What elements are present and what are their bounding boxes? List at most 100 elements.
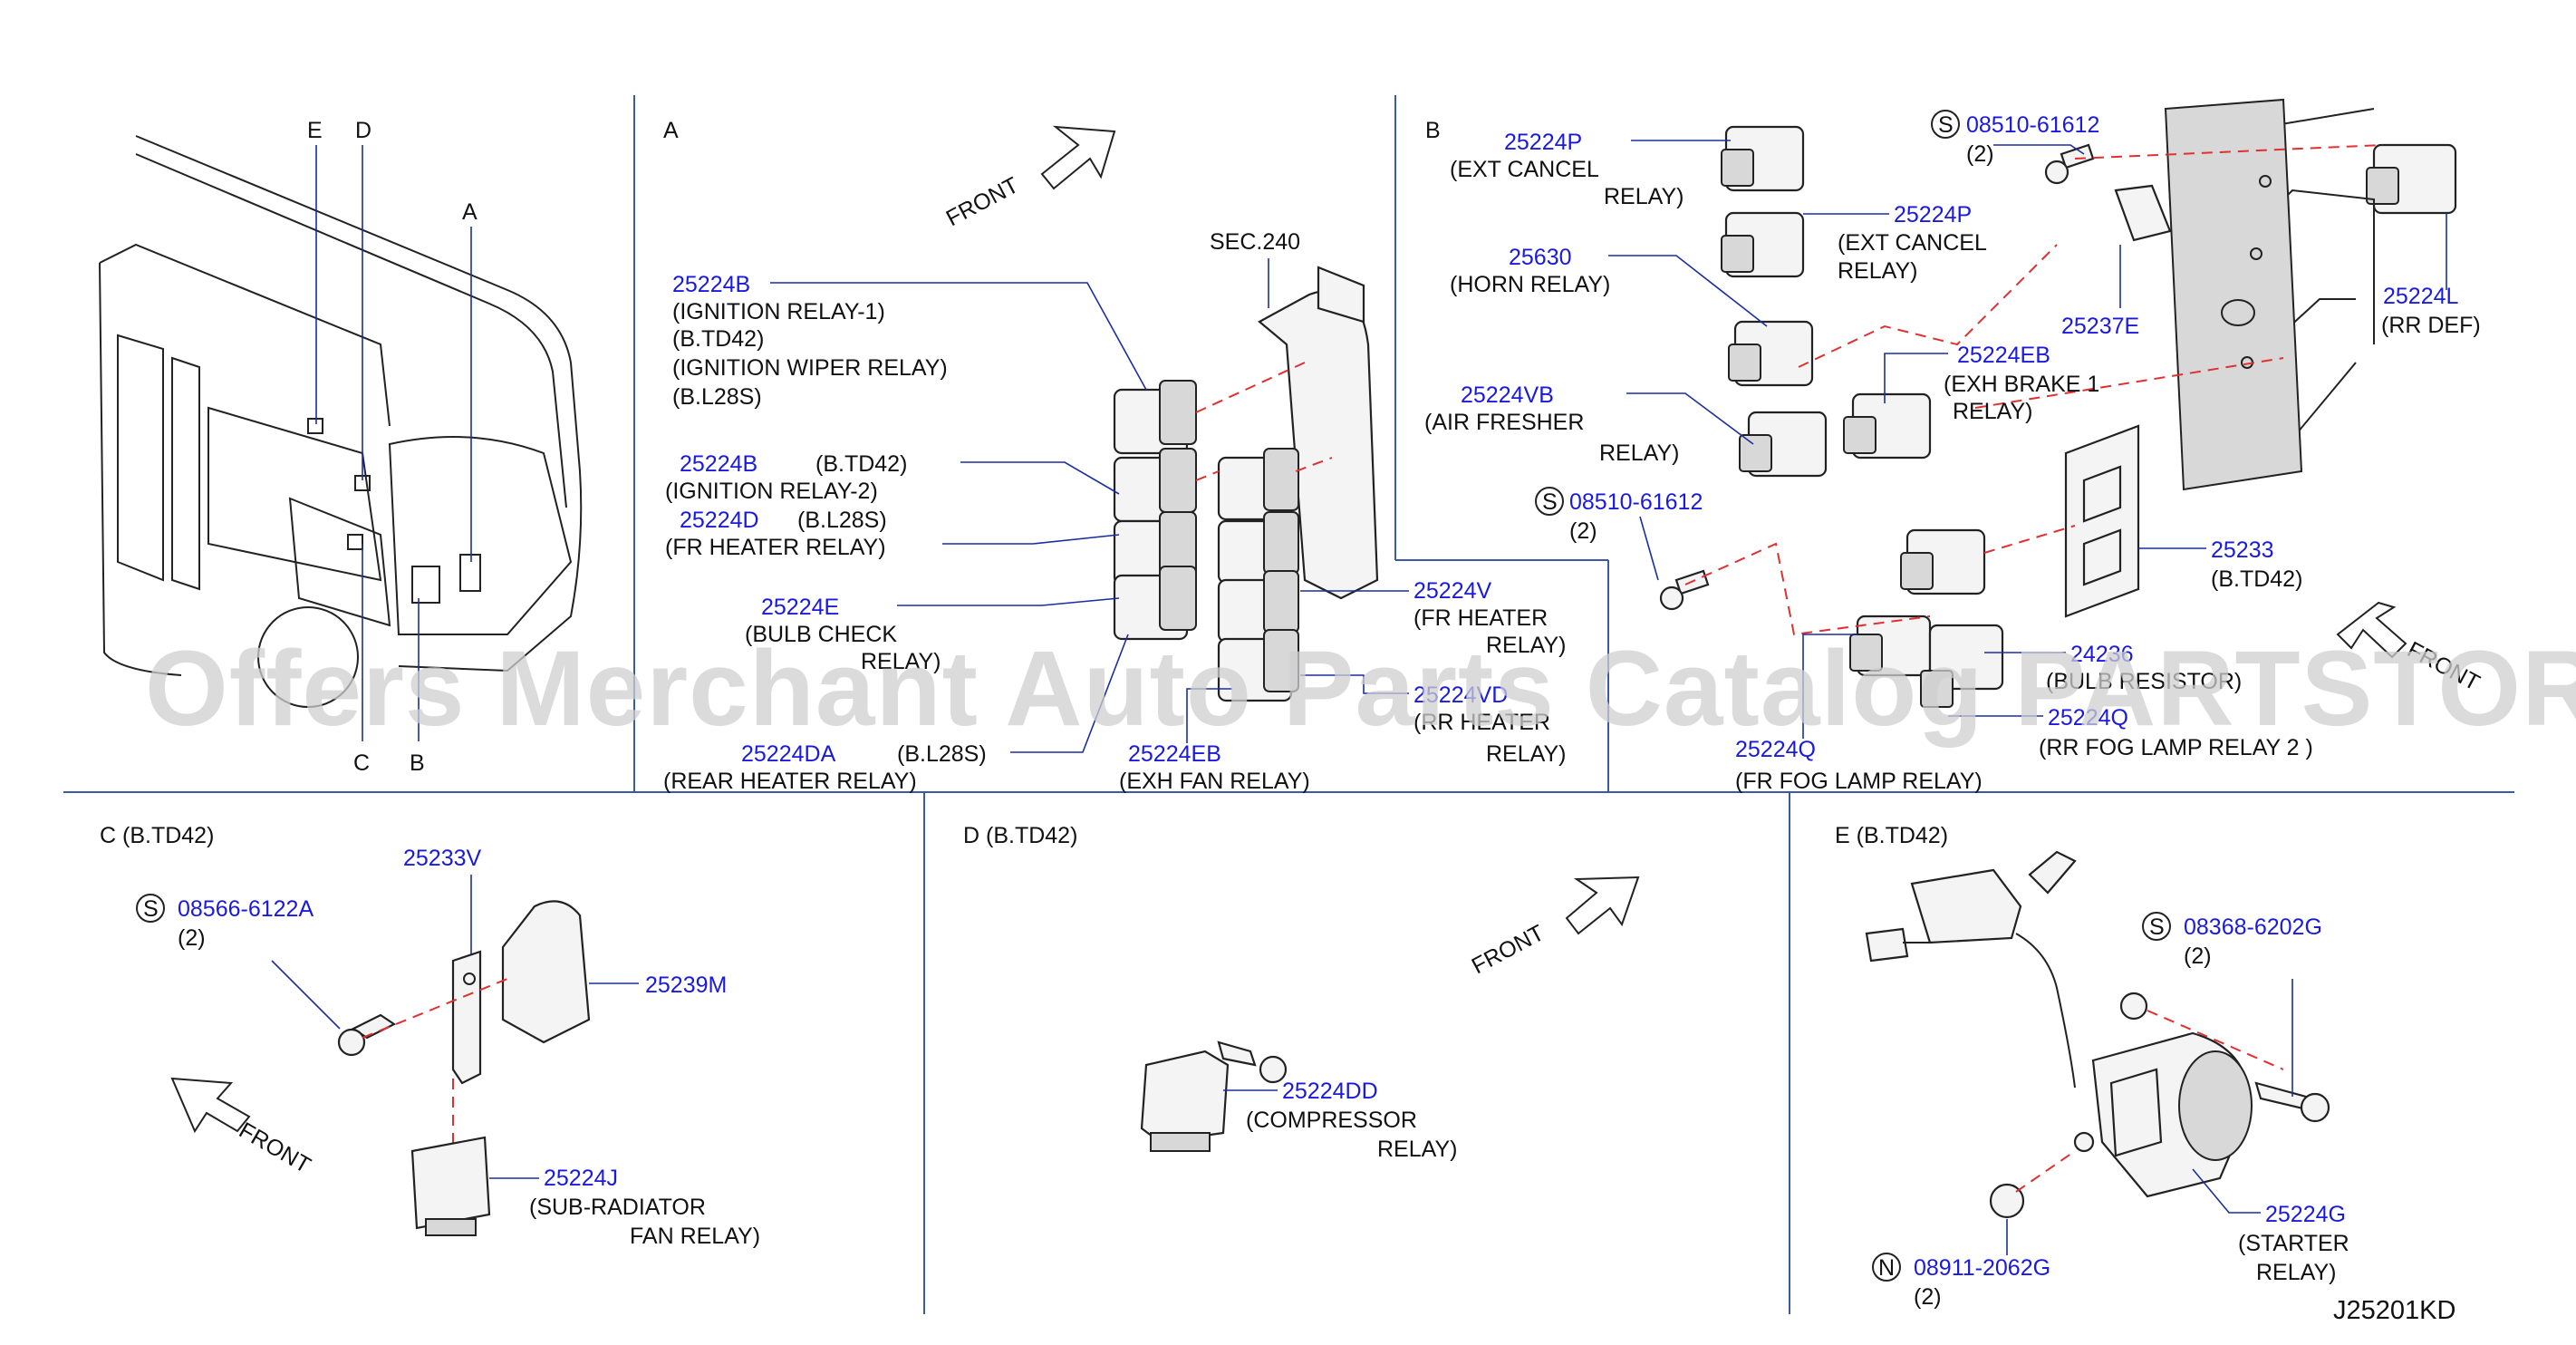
standard-part-icon [1535, 487, 1564, 516]
b-callout-4-line2: RELAY) [1599, 440, 1679, 466]
b-callout-4-pn: 25224VB [1461, 382, 1554, 408]
relay-b-9 [1920, 624, 2004, 708]
a-callout-1-line2: (B.TD42) [672, 326, 764, 352]
b-callout-2-pn: 25224P [1894, 202, 1972, 227]
overview-label-a: A [462, 199, 478, 225]
b-callout-3-pn: 25630 [1509, 245, 1572, 270]
a-callout-1-pn: 25224B [672, 272, 750, 297]
a-callout-7-pn: 25224V [1413, 578, 1492, 604]
nut-part-icon [1872, 1253, 1901, 1282]
c-callout-2-pn: 08566-6122A [178, 896, 314, 922]
overview-label-b: B [410, 750, 425, 776]
standard-part-icon [136, 894, 165, 923]
b-callout-2-line1: (EXT CANCEL [1838, 230, 1987, 256]
a-callout-4-pn: 25224E [761, 595, 839, 620]
b-callout-4-line1: (AIR FRESHER [1424, 410, 1584, 435]
a-callout-2-pn: 25224B [680, 451, 757, 477]
a-callout-6-pn: 25224EB [1128, 741, 1221, 767]
b-callout-12-line1: (RR FOG LAMP RELAY 2 ) [2039, 735, 2313, 760]
section-c: C (B.TD42) 25233V S 08566-6122A (2) 2523… [100, 823, 760, 1249]
a-callout-7-line2: RELAY) [1486, 633, 1566, 658]
front-arrow-icon: FRONT [1468, 876, 1640, 979]
b-callout-6-sym: S [1938, 112, 1954, 138]
sec-240-label: SEC.240 [1210, 229, 1300, 255]
relay-b-2 [1721, 211, 1805, 278]
section-d: D (B.TD42) FRONT 25224DD (COMPRESSOR REL… [963, 823, 1640, 1162]
b-callout-10-line1: (B.TD42) [2211, 566, 2302, 592]
section-e-title: E (B.TD42) [1835, 823, 1948, 848]
front-arrow-icon: FRONT [942, 125, 1116, 231]
section-b: B 25224P (EXT C [1424, 98, 2484, 794]
a-callout-1-line3: (IGNITION WIPER RELAY) [672, 355, 948, 381]
b-callout-8-pn: 25237E [2061, 314, 2139, 339]
e-callout-1-pn: 08368-6202G [2184, 914, 2322, 940]
a-callout-3-extra: (B.L28S) [797, 508, 887, 533]
b-callout-11-line1: (BULB RESISTOR) [2046, 669, 2242, 694]
a-callout-4-line1: (BULB CHECK [745, 622, 897, 647]
e-callout-1-qty: (2) [2184, 943, 2212, 969]
b-callout-11-pn: 24236 [2070, 642, 2134, 667]
relay-b-5 [1843, 392, 1932, 460]
relay-stack-left [1113, 380, 1197, 641]
a-callout-5-extra: (B.L28S) [897, 741, 987, 767]
overview-label-d: D [355, 118, 371, 143]
b-callout-6-qty: (2) [1966, 141, 1994, 167]
e-callout-1-sym: S [2149, 914, 2165, 940]
b-callout-9-pn: 25224L [2383, 284, 2459, 309]
b-callout-5-line2: RELAY) [1953, 399, 2032, 424]
standard-part-icon [1931, 110, 1960, 139]
section-a-front-label: FRONT [942, 172, 1023, 231]
a-callout-5-line1: (REAR HEATER RELAY) [663, 769, 917, 794]
overview-label-e: E [307, 118, 323, 143]
a-callout-3-pn: 25224D [680, 508, 759, 533]
b-callout-1-pn: 25224P [1504, 130, 1582, 155]
e-callout-3-sym: N [1878, 1255, 1895, 1281]
a-callout-5-pn: 25224DA [741, 741, 836, 767]
b-callout-1-line2: RELAY) [1604, 184, 1684, 209]
a-callout-3-line1: (FR HEATER RELAY) [665, 535, 886, 560]
c-callout-2-sym: S [143, 896, 159, 922]
a-callout-8-line1: (RR HEATER [1413, 710, 1550, 735]
section-dividers [63, 95, 2514, 1314]
d-callout-1-pn: 25224DD [1282, 1079, 1378, 1104]
c-callout-4-line2: FAN RELAY) [630, 1224, 760, 1249]
section-b-title: B [1425, 118, 1441, 143]
b-callout-3-line1: (HORN RELAY) [1450, 272, 1610, 297]
overview-label-c: C [353, 750, 370, 776]
section-d-title: D (B.TD42) [963, 823, 1077, 848]
a-callout-8-line2: RELAY) [1486, 741, 1566, 767]
a-callout-2-line1: (IGNITION RELAY-2) [665, 479, 878, 504]
e-callout-2-line1: (STARTER [2238, 1231, 2349, 1256]
c-callout-2-qty: (2) [178, 925, 206, 951]
c-callout-4-line1: (SUB-RADIATOR [529, 1195, 706, 1220]
a-callout-6-line1: (EXH FAN RELAY) [1119, 769, 1310, 794]
a-callout-8-pn: 25224VD [1413, 682, 1508, 708]
relay-b-4 [1739, 411, 1828, 478]
section-a: A FRONT SEC.240 [663, 118, 1566, 794]
vehicle-overview: E D A C B [99, 118, 583, 776]
relay-b-8 [1849, 614, 1932, 677]
watermark: Offers Merchant Auto Parts Catalog PARTS… [145, 629, 2576, 749]
c-callout-1-pn: 25233V [403, 846, 482, 871]
b-callout-2-line2: RELAY) [1838, 258, 1917, 284]
e-callout-2-line2: RELAY) [2256, 1260, 2336, 1285]
a-callout-4-line2: RELAY) [861, 649, 941, 674]
section-d-front-label: FRONT [1468, 920, 1548, 979]
relay-b-1 [1721, 125, 1805, 192]
section-a-title: A [663, 118, 679, 143]
e-callout-3-qty: (2) [1914, 1284, 1942, 1310]
b-callout-9-line1: (RR DEF) [2381, 313, 2481, 338]
b-callout-13-pn: 25224Q [1735, 737, 1816, 762]
d-callout-1-line2: RELAY) [1377, 1137, 1457, 1162]
b-callout-10-pn: 25233 [2211, 537, 2274, 563]
d-callout-1-line1: (COMPRESSOR [1246, 1108, 1417, 1133]
e-callout-2-pn: 25224G [2265, 1202, 2346, 1227]
relay-b-7 [1900, 528, 1986, 595]
b-callout-5-line1: (EXH BRAKE 1 [1944, 372, 2099, 397]
b-callout-12-pn: 25224Q [2048, 705, 2128, 731]
b-callout-7-sym: S [1542, 489, 1558, 515]
b-callout-5-pn: 25224EB [1957, 343, 2050, 368]
section-c-title: C (B.TD42) [100, 823, 214, 848]
standard-part-icon [2142, 912, 2171, 941]
